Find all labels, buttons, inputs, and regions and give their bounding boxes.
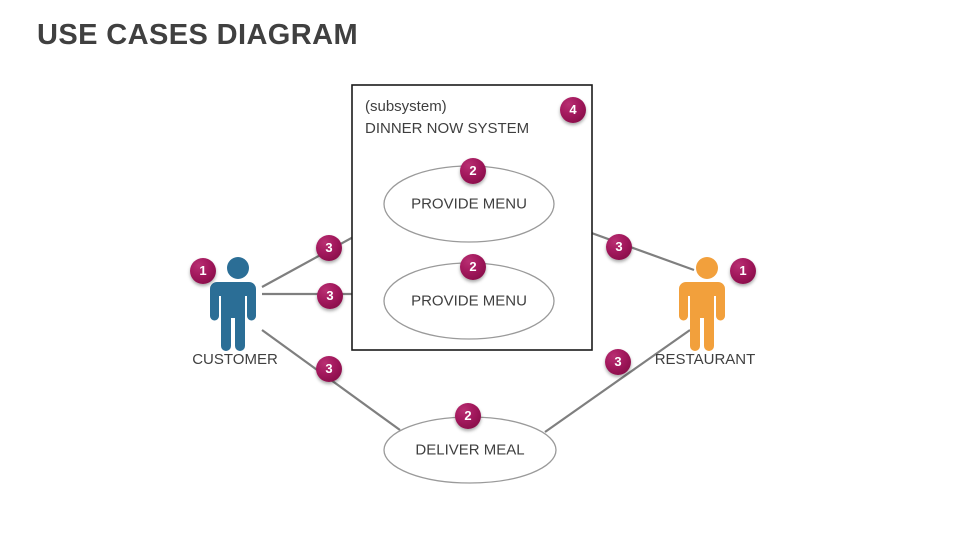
callout-badge-subsystem[interactable]: 4 (560, 97, 586, 123)
actor-label-restaurant: RESTAURANT (654, 351, 756, 368)
callout-badge-use-case-mid[interactable]: 2 (460, 254, 486, 280)
subsystem-stereotype: (subsystem) (365, 98, 447, 115)
association-line-restaurant-delivermeal[interactable] (544, 329, 691, 433)
use-case-label-deliver-meal: DELIVER MEAL (415, 441, 525, 459)
actor-figure-customer[interactable] (210, 257, 256, 351)
callout-badge-association-restaurant-top[interactable]: 3 (606, 234, 632, 260)
callout-badge-actor-customer[interactable]: 1 (190, 258, 216, 284)
callout-badge-use-case-top[interactable]: 2 (460, 158, 486, 184)
page-title: USE CASES DIAGRAM (37, 19, 358, 51)
actor-figure-restaurant[interactable] (679, 257, 725, 351)
actor-label-customer: CUSTOMER (192, 351, 278, 368)
use-case-label-provide-menu-top: PROVIDE MENU (411, 195, 527, 213)
callout-badge-use-case-deliver-meal[interactable]: 2 (455, 403, 481, 429)
callout-badge-actor-restaurant[interactable]: 1 (730, 258, 756, 284)
callout-badge-association-customer-deliver[interactable]: 3 (316, 356, 342, 382)
callout-badge-association-customer-top[interactable]: 3 (316, 235, 342, 261)
subsystem-name: DINNER NOW SYSTEM (365, 120, 530, 137)
callout-badge-association-restaurant-deliver[interactable]: 3 (605, 349, 631, 375)
callout-badge-association-customer-mid[interactable]: 3 (317, 283, 343, 309)
use-case-label-provide-menu-mid: PROVIDE MENU (411, 292, 527, 310)
